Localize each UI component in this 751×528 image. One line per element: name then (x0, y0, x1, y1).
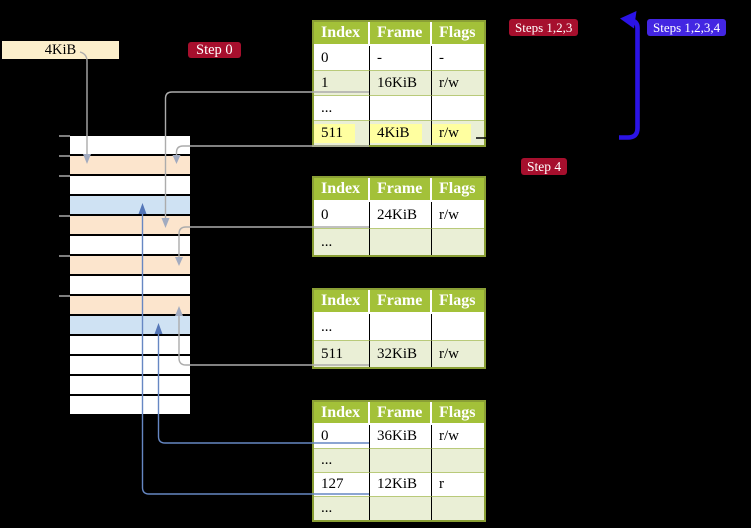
cell-flags (432, 228, 484, 255)
memory-frame-cell (70, 276, 190, 294)
table-row: ... (314, 314, 484, 340)
frame-size-label: 4KiB (2, 41, 119, 59)
physical-memory-column (70, 136, 190, 416)
cell-index: 511 (314, 340, 370, 367)
table-row: 0 24KiB r/w (314, 202, 484, 228)
cell-index: ... (314, 95, 370, 120)
memory-frame-cell (70, 136, 190, 154)
steps1234-badge: Steps 1,2,3,4 (647, 19, 727, 36)
memory-frame-cell (70, 256, 190, 274)
memory-frame-cell (70, 196, 190, 214)
cell-flags (432, 448, 484, 472)
highlighted-value: 511 (314, 123, 355, 143)
cell-index: ... (314, 496, 370, 520)
header-row: Index Frame Flags (314, 178, 484, 202)
steps123-badge: Steps 1,2,3 (509, 19, 579, 36)
col-header-frame: Frame (370, 22, 432, 46)
memory-frame-cell (70, 236, 190, 254)
col-header-flags: Flags (432, 178, 484, 202)
cell-frame: 24KiB (370, 202, 432, 228)
cell-index: 1 (314, 70, 370, 95)
memory-boundary-tick (59, 215, 70, 217)
col-header-flags: Flags (432, 22, 484, 46)
table-row: ... (314, 448, 484, 472)
table-row: 511 32KiB r/w (314, 340, 484, 367)
memory-frame-cell (70, 336, 190, 354)
cell-index: ... (314, 448, 370, 472)
highlighted-value: 4KiB (370, 123, 422, 143)
page-table-2: Index Frame Flags 0 24KiB r/w ... (312, 176, 486, 257)
memory-boundary-tick (59, 255, 70, 257)
cell-index: 0 (314, 46, 370, 70)
cell-index: 0 (314, 202, 370, 228)
table-row-highlighted: 511 4KiB r/w (314, 120, 484, 145)
cell-flags: r/w (439, 206, 459, 223)
col-header-index: Index (314, 22, 370, 46)
cell-frame: - (370, 46, 432, 70)
cell-flags: r/w (432, 70, 484, 95)
cell-frame (370, 95, 432, 120)
memory-boundary-tick (59, 175, 70, 177)
step4-badge: Step 4 (521, 158, 568, 175)
highlighted-value: r/w (432, 123, 471, 143)
col-header-frame: Frame (370, 290, 432, 314)
col-header-frame: Frame (370, 402, 432, 425)
memory-frame-cell (70, 156, 190, 174)
memory-frame-cell (70, 356, 190, 374)
page-table-3: Index Frame Flags ... 511 32KiB r/w (312, 288, 486, 369)
col-header-frame: Frame (370, 178, 432, 202)
col-header-flags: Flags (432, 402, 484, 425)
cell-frame (370, 448, 432, 472)
cell-index: 0 (314, 425, 370, 448)
memory-boundary-tick (59, 295, 70, 297)
cell-frame (370, 228, 432, 255)
cell-flags (432, 314, 484, 340)
cell-flags: - (439, 49, 444, 66)
cell-flags (432, 496, 484, 520)
memory-boundary-tick (59, 155, 70, 157)
table-row: ... (314, 496, 484, 520)
memory-frame-cell (70, 296, 190, 314)
cell-frame: 16KiB (370, 70, 432, 95)
table-row: ... (314, 228, 484, 255)
cell-frame: 36KiB (370, 425, 432, 448)
cell-index: 127 (314, 472, 370, 496)
cell-index: 511 (314, 120, 370, 145)
memory-frame-cell (70, 216, 190, 234)
cell-frame: 12KiB (370, 472, 432, 496)
memory-frame-cell (70, 316, 190, 334)
memory-frame-cell (70, 396, 190, 414)
col-header-index: Index (314, 402, 370, 425)
page-table-1: Index Frame Flags 0 - - 1 16KiB r/w ... … (312, 20, 486, 147)
connector-t1-row511-to-frame1 (172, 145, 369, 164)
cell-frame (370, 496, 432, 520)
col-header-index: Index (314, 290, 370, 314)
loop-arrow (619, 11, 640, 140)
table-row: 0 - - (314, 46, 484, 70)
step0-badge: Step 0 (188, 42, 241, 58)
table-row: 1 16KiB r/w (314, 70, 484, 95)
cell-index: ... (314, 314, 370, 340)
col-header-flags: Flags (432, 290, 484, 314)
cell-flags: r (432, 472, 484, 496)
cell-flags: r/w (432, 340, 484, 367)
cell-flags (432, 95, 484, 120)
header-row: Index Frame Flags (314, 22, 484, 46)
cell-frame: 4KiB (370, 120, 432, 145)
table-row: 127 12KiB r (314, 472, 484, 496)
cell-flags: r/w (439, 428, 459, 444)
page-table-4: Index Frame Flags 0 36KiB r/w ... 127 12… (312, 400, 486, 522)
memory-boundary-tick (59, 135, 70, 137)
col-header-index: Index (314, 178, 370, 202)
memory-frame-cell (70, 376, 190, 394)
header-row: Index Frame Flags (314, 290, 484, 314)
header-row: Index Frame Flags (314, 402, 484, 425)
cell-frame: 32KiB (370, 340, 432, 367)
table-row: ... (314, 95, 484, 120)
cell-frame (370, 314, 432, 340)
table-row: 0 36KiB r/w (314, 425, 484, 448)
memory-frame-cell (70, 176, 190, 194)
cell-flags: r/w (432, 120, 484, 145)
cell-index: ... (314, 228, 370, 255)
